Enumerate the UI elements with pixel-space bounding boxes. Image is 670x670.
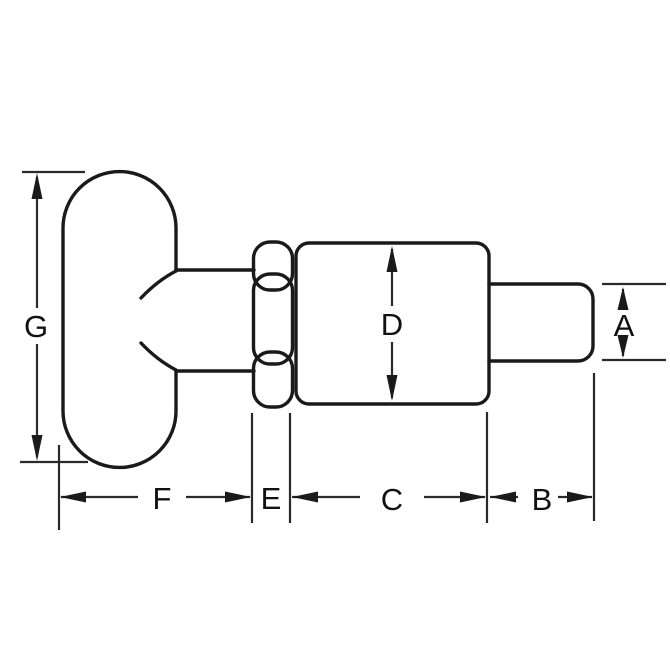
dimension-A: A	[602, 282, 666, 362]
dimension-D: D	[381, 246, 403, 401]
dim-B-arrow-right	[567, 491, 593, 503]
dim-D-label: D	[381, 307, 403, 342]
hex-facet-middle	[251, 272, 295, 366]
dim-C-arrow-left	[292, 491, 318, 503]
dim-E-label: E	[261, 481, 282, 516]
part-outline-group	[61, 169, 595, 470]
dim-B-label: B	[532, 482, 553, 517]
dim-A-label: A	[614, 308, 635, 343]
dim-G-label: G	[24, 309, 48, 344]
dim-B-arrow-left	[490, 491, 516, 503]
dim-D-arrow-up	[386, 246, 398, 272]
dimension-B: B	[490, 373, 596, 521]
dim-C-label: C	[381, 482, 403, 517]
dim-G-arrow-down	[31, 435, 43, 461]
hex-collar	[251, 240, 295, 409]
hex-facet-top	[251, 240, 295, 292]
dim-C-arrow-right	[460, 491, 486, 503]
handle-outline	[61, 169, 178, 470]
dim-A-arrow-up	[617, 287, 629, 310]
dimension-C: C	[292, 412, 489, 523]
dim-F-label: F	[153, 481, 172, 516]
dim-G-arrow-up	[31, 173, 43, 199]
dim-F-arrow-left	[60, 491, 86, 503]
body-outline	[294, 241, 491, 406]
pin-outline	[487, 282, 595, 363]
hex-facet-bottom	[251, 350, 295, 409]
dim-D-arrow-down	[386, 375, 398, 401]
handle-stem-top-fillet	[139, 269, 178, 300]
dimension-F: F	[57, 445, 251, 530]
handle-stem-bottom-fillet	[139, 341, 178, 372]
dim-A-arrow-down	[617, 335, 629, 358]
dimension-E: E	[250, 413, 292, 523]
dimension-G: G	[20, 170, 88, 464]
dim-F-arrow-right	[225, 491, 251, 503]
